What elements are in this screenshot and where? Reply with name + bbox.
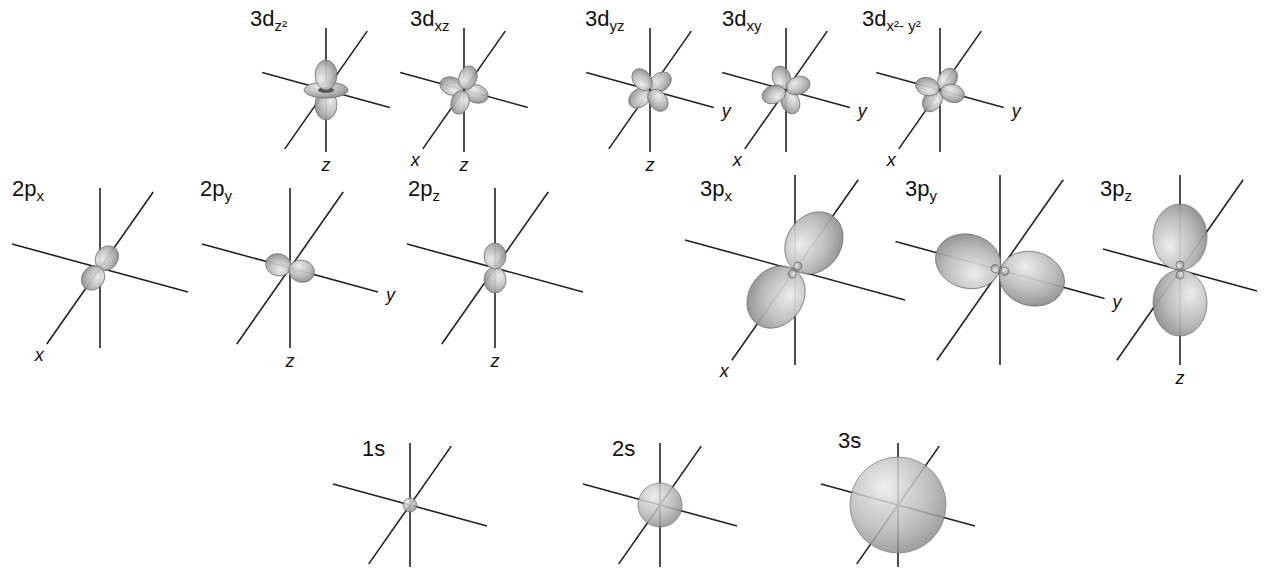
orbital-shape [735,200,855,339]
orbital-shape [403,498,417,512]
axis-label: y [858,102,867,120]
orbital-lobe [484,243,506,269]
orbital-label: 2py [200,178,232,200]
orbital-shape [263,251,317,285]
axis-label: y [722,102,731,120]
orbital-lobe [315,60,337,90]
axis-set [12,188,188,348]
axis-set [896,175,1105,365]
orbital-shape [638,483,682,527]
orbital-lobe [448,88,472,116]
axis-label: x [35,346,44,364]
axis-set [407,188,583,348]
axis-line [939,28,941,152]
orbital-lobe [784,73,813,98]
axis-label: y [386,286,395,304]
axis-line [583,484,737,526]
orbital-lobe [456,63,480,91]
orbital-shape [304,60,348,120]
orbital-lobe [735,255,817,340]
orbital-lobe [1153,204,1207,270]
axis-label: x [733,151,742,169]
orbital-lobe [1176,261,1184,269]
orbital-label: 3s [838,430,861,452]
axis-set [876,28,1004,152]
orbital-label: 3pz [1100,178,1132,200]
orbital-label: 3dx²- y² [862,8,921,30]
orbital-lobe [939,82,967,106]
orbital-lobe [787,269,798,280]
orbital-label: 3dyz [585,8,624,30]
axis-label: z [491,352,500,370]
orbital-label: 2pz [408,178,440,200]
orbital-shape [437,63,490,116]
axis-label: z [322,156,331,174]
axis-set [1103,175,1257,365]
orbital-sphere [850,457,946,553]
orbital-shape [77,241,124,295]
axis-set [202,188,378,348]
axis-label: z [1176,369,1185,387]
orbital-shape [914,64,967,115]
axis-line [463,28,465,152]
orbital-shape [1153,204,1207,336]
orbital-shape [625,65,676,116]
axis-line [785,28,787,152]
orbital-label: 1s [362,438,385,460]
orbital-lobe [990,264,1000,274]
orbital-label: 2s [612,438,635,460]
orbital-shape [929,227,1071,314]
axis-line [407,244,583,292]
coordinate-axes [12,28,1257,567]
axis-set [262,28,390,152]
orbital-sphere [403,498,417,512]
orbital-lobe [792,260,803,271]
axis-set [685,175,905,365]
orbital-shape [850,457,946,553]
orbital-label: 3dxz [410,8,449,30]
orbital-shape [759,63,812,116]
axis-set [821,443,975,567]
orbital-label: 3dz² [250,8,287,30]
orbital-lobe [993,244,1071,313]
orbital-lobe [1176,271,1184,279]
axis-set [586,28,714,152]
orbital-lobe [484,267,506,293]
orbital-lobe [77,261,110,295]
orbital-lobes [77,60,1207,553]
axis-label: y [1113,293,1122,311]
axis-label: x [411,151,420,169]
axis-set [583,443,737,567]
orbital-shape [484,243,506,293]
axis-label: x [720,362,729,380]
axis-label: z [286,352,295,370]
axis-line [649,28,651,152]
axis-set [722,28,850,152]
orbital-label: 3py [905,178,937,200]
axis-set [400,28,528,152]
orbital-lobe [1000,266,1010,276]
axis-label: x [887,151,896,169]
orbital-lobe [1153,270,1207,336]
orbital-lobe [286,257,317,285]
axis-label: z [646,156,655,174]
orbital-lobe [628,65,657,95]
orbital-label: 3px [700,178,732,200]
axis-line [1117,180,1243,361]
orbital-label: 3dxy [722,8,761,30]
orbital-label: 2px [12,178,44,200]
orbital-lobe [263,251,294,279]
orbital-lobe [914,75,942,99]
orbital-sphere [638,483,682,527]
axis-label: y [1012,102,1021,120]
orbital-lobe [929,227,1007,296]
axis-set [333,443,487,567]
orbital-lobe [759,82,788,107]
axis-label: z [460,156,469,174]
